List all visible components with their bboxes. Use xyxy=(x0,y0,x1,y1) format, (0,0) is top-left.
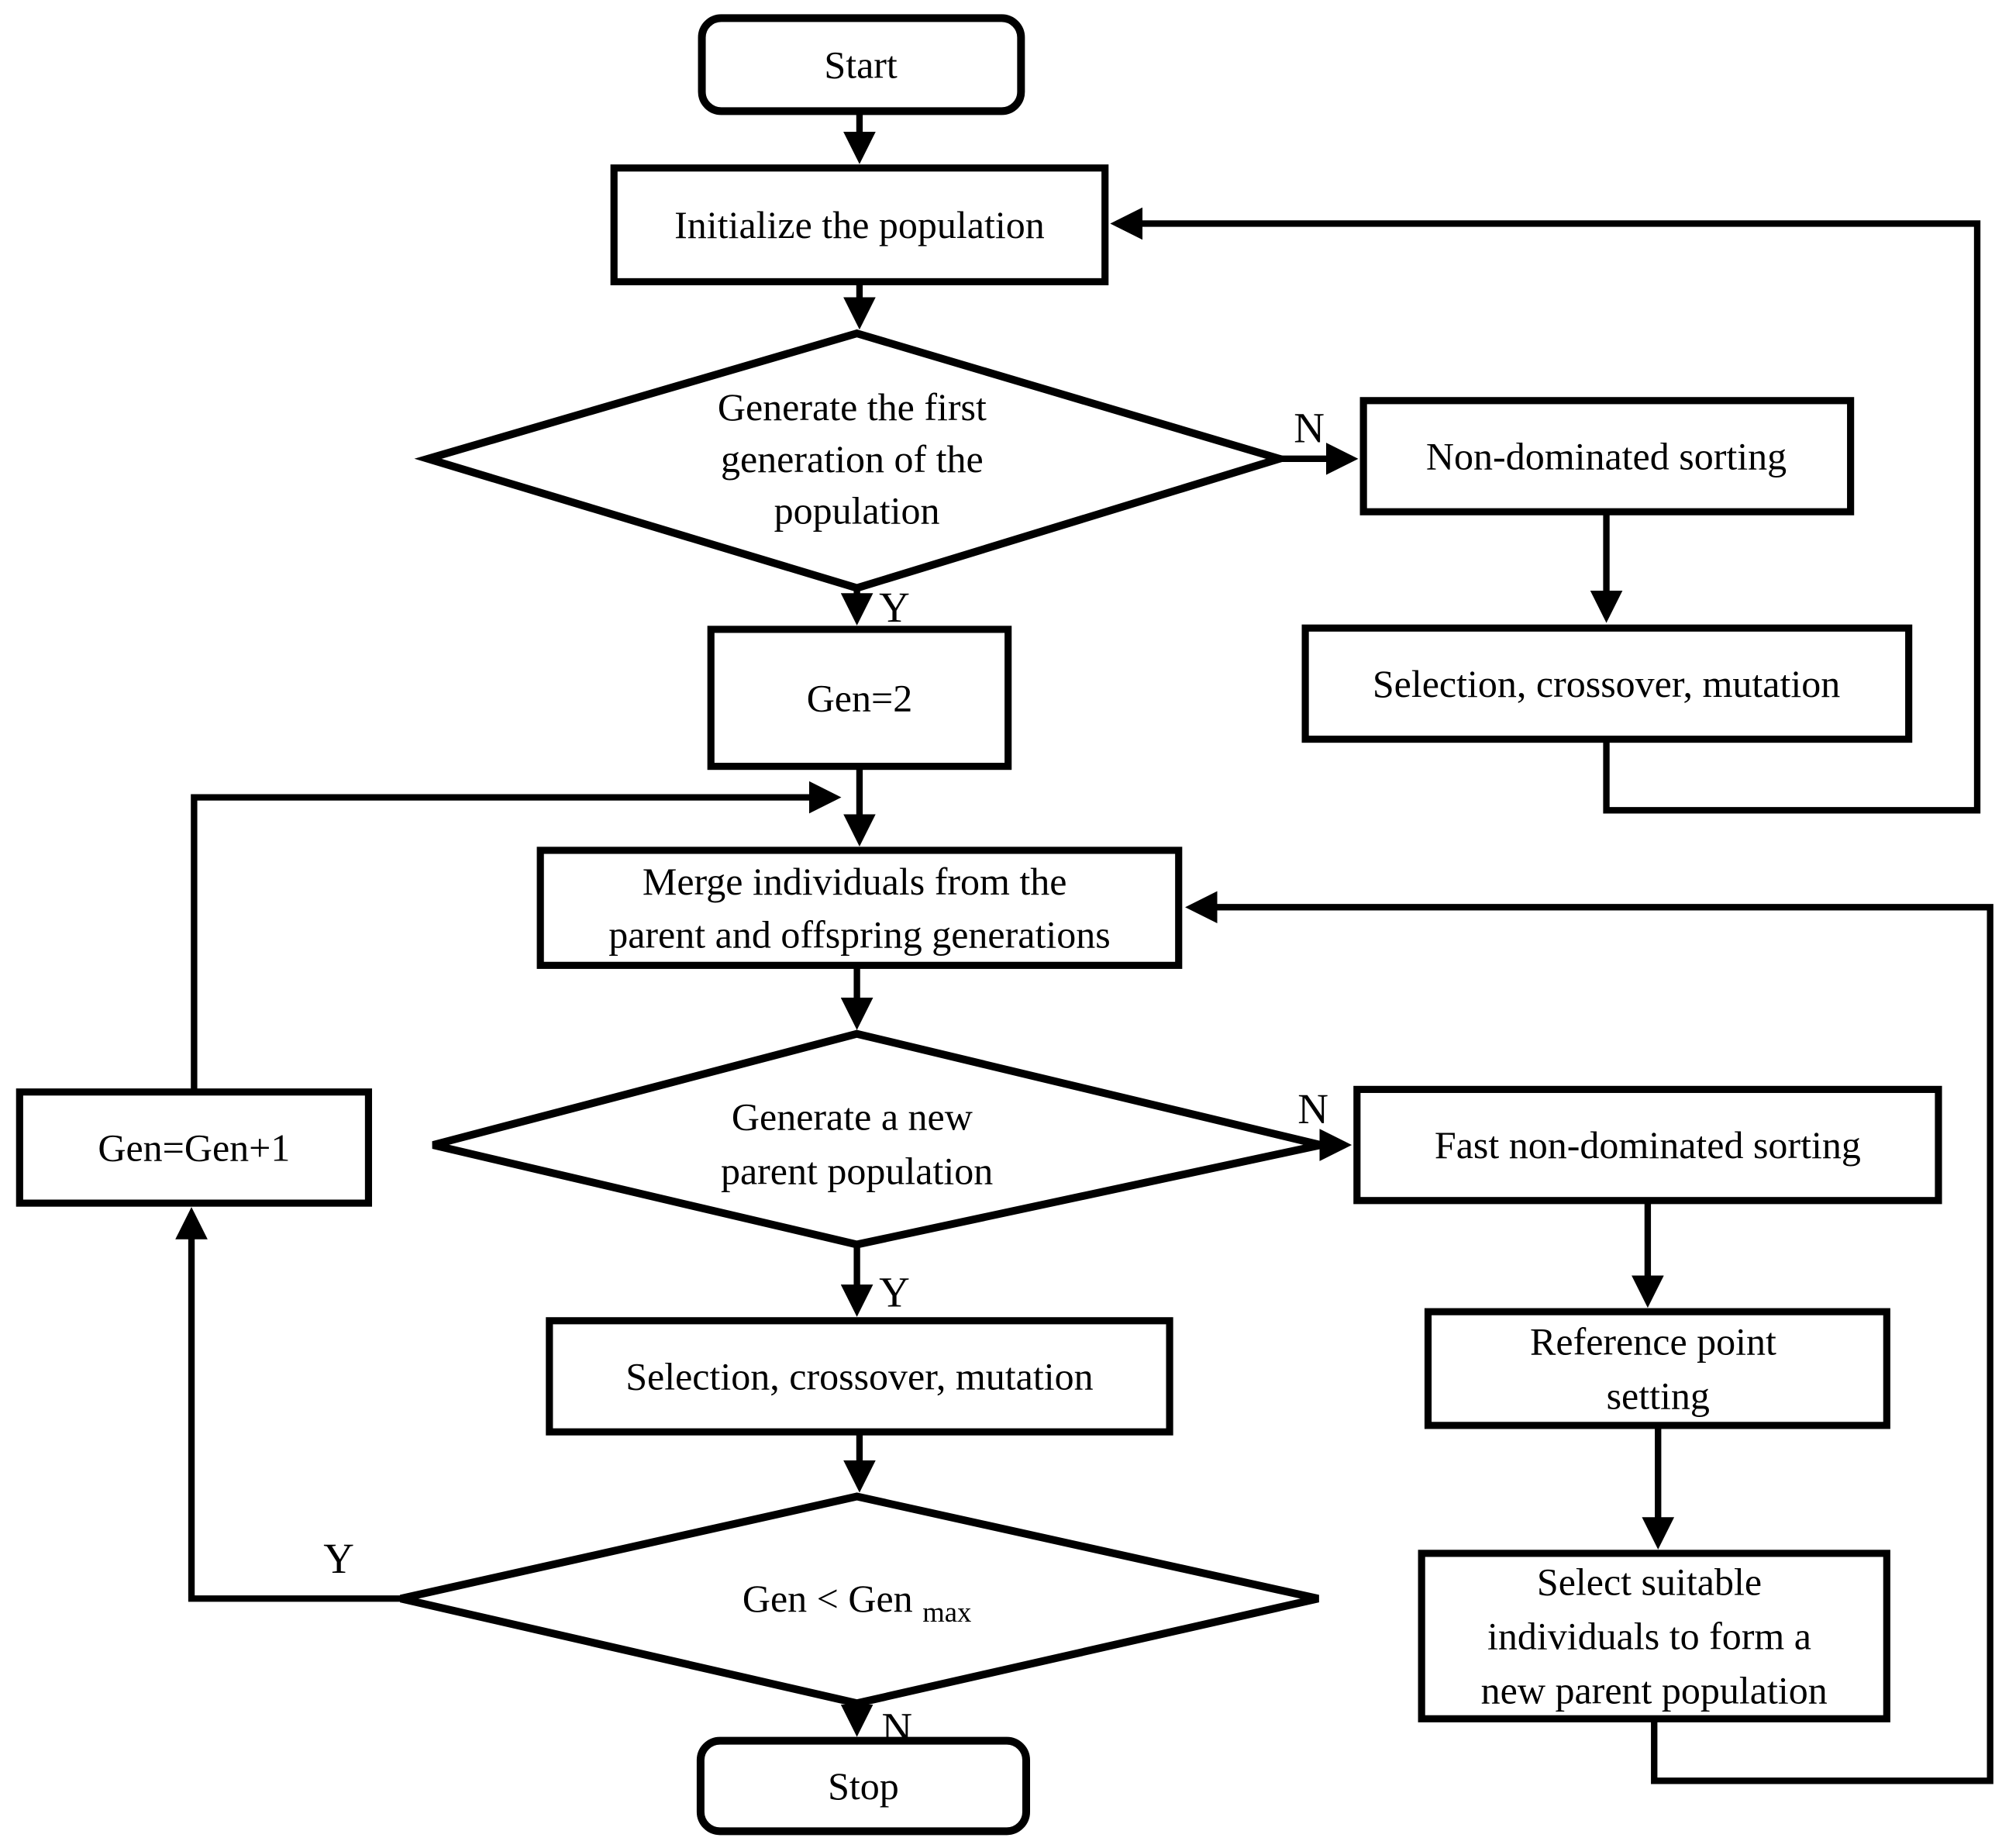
gen2-label: Gen=2 xyxy=(807,676,913,719)
nds-shape xyxy=(1359,397,1855,515)
geninc-label: Gen=Gen+1 xyxy=(98,1126,290,1169)
node-gen-increment: Gen=Gen+1 xyxy=(16,1088,373,1207)
edge-d3-yes-to-geninc xyxy=(175,1207,401,1602)
stop-label: Stop xyxy=(828,1764,899,1808)
edge-label-d1-no: N xyxy=(1294,404,1325,451)
d1-shape xyxy=(414,329,1294,592)
edge-scm-right-loop-to-initialize xyxy=(1110,207,1981,814)
node-non-dominated-sorting: Non-dominated sorting xyxy=(1359,397,1855,515)
branch-labels: N Y N Y Y N xyxy=(323,404,1328,1751)
edge-label-d3-yes: Y xyxy=(323,1535,354,1582)
node-select-suitable-individuals: Select suitable individuals to form a ne… xyxy=(1418,1550,1890,1722)
node-reference-point-setting: Reference point setting xyxy=(1424,1308,1890,1429)
start-label: Start xyxy=(824,43,898,86)
edge-label-d2-yes: Y xyxy=(879,1269,910,1316)
merge-shape xyxy=(536,846,1183,969)
node-initialize-population: Initialize the population xyxy=(610,164,1109,286)
decision-generate-new-parent-population: Generate a new parent population xyxy=(432,1029,1322,1249)
d2-shape xyxy=(432,1029,1322,1249)
initialize-label: Initialize the population xyxy=(674,203,1045,247)
edge-label-d2-no: N xyxy=(1297,1085,1328,1133)
initialize-shape xyxy=(610,164,1109,286)
d3-label-main: Gen < Gen xyxy=(743,1577,913,1620)
d3-label-subscript: max xyxy=(922,1595,971,1627)
geninc-shape xyxy=(16,1088,373,1207)
gen2-shape xyxy=(707,626,1012,771)
rps-shape xyxy=(1424,1308,1890,1429)
start-shape xyxy=(698,14,1025,116)
scm-mid-label: Selection, crossover, mutation xyxy=(625,1354,1093,1398)
nds-label: Non-dominated sorting xyxy=(1426,434,1787,478)
edge-select-loop-to-merge xyxy=(1185,891,1993,1784)
edge-label-d3-no: N xyxy=(881,1704,912,1751)
edges xyxy=(175,111,1993,1784)
rps-label: Reference point setting xyxy=(1530,1319,1786,1417)
node-gen-equals-2: Gen=2 xyxy=(707,626,1012,771)
d3-label: Gen < Gen max xyxy=(743,1577,971,1627)
node-start: Start xyxy=(698,14,1025,116)
scm-right-label: Selection, crossover, mutation xyxy=(1373,662,1840,705)
merge-label: Merge individuals from the parent and of… xyxy=(608,860,1111,956)
fnds-label: Fast non-dominated sorting xyxy=(1435,1123,1861,1167)
node-selection-crossover-mutation-right: Selection, crossover, mutation xyxy=(1301,624,1913,743)
scm-mid-shape xyxy=(546,1317,1173,1436)
node-merge-individuals: Merge individuals from the parent and of… xyxy=(536,846,1183,969)
d1-label: Generate the first generation of the pop… xyxy=(718,385,997,532)
node-fast-non-dominated-sorting: Fast non-dominated sorting xyxy=(1353,1085,1942,1205)
select-shape xyxy=(1418,1550,1890,1722)
stop-shape xyxy=(696,1736,1031,1836)
fnds-shape xyxy=(1353,1085,1942,1205)
edge-geninc-loop-to-merge-junction xyxy=(191,781,842,1092)
decision-generate-first-generation: Generate the first generation of the pop… xyxy=(414,329,1294,592)
select-label: Select suitable individuals to form a ne… xyxy=(1481,1560,1828,1712)
decision-gen-less-than-genmax: Gen < Gen max xyxy=(399,1492,1319,1708)
d2-label: Generate a new parent population xyxy=(721,1095,993,1192)
node-selection-crossover-mutation-middle: Selection, crossover, mutation xyxy=(546,1317,1173,1436)
d3-shape xyxy=(399,1492,1319,1708)
edge-label-d1-yes: Y xyxy=(879,584,910,631)
node-stop: Stop xyxy=(696,1736,1031,1836)
scm-right-shape xyxy=(1301,624,1913,743)
